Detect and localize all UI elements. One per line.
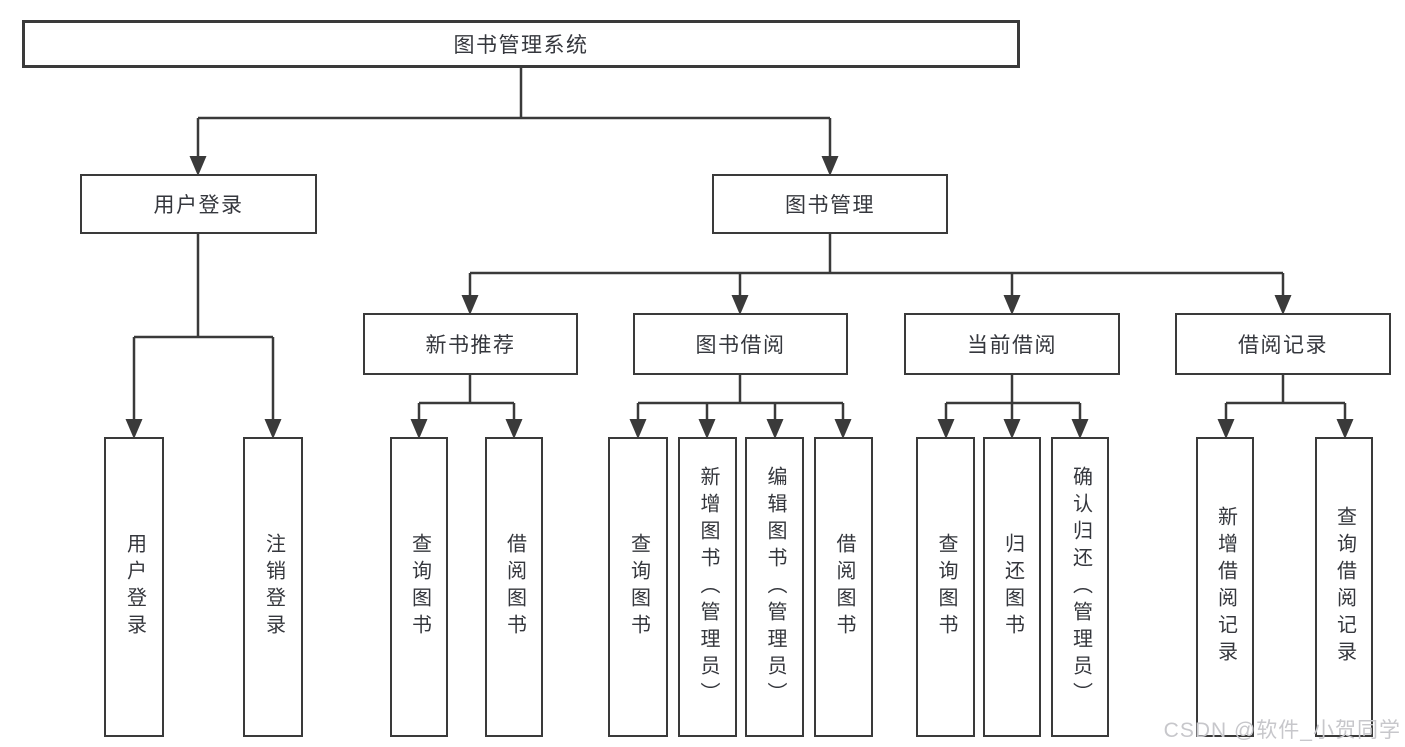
node-new-book-recommend-label: 新书推荐: [425, 334, 516, 357]
leaf-query-books-borrow: 查询图书: [608, 437, 668, 737]
leaf-edit-book-admin-label: 编辑图书（管理员）: [764, 465, 786, 709]
node-library-system-label: 图书管理系统: [453, 34, 589, 57]
leaf-confirm-return-admin-label: 确认归还（管理员）: [1069, 465, 1092, 709]
leaf-query-books-borrow-label: 查询图书: [627, 533, 650, 641]
leaf-return-books: 归还图书: [983, 437, 1041, 737]
node-user-login-label: 用户登录: [153, 194, 244, 217]
leaf-confirm-return-admin: 确认归还（管理员）: [1051, 437, 1109, 737]
leaf-query-books-current: 查询图书: [916, 437, 975, 737]
node-borrow-records: 借阅记录: [1175, 313, 1391, 375]
leaf-logout: 注销登录: [243, 437, 303, 737]
leaf-query-books-current-label: 查询图书: [935, 533, 957, 641]
leaf-query-books-recommend: 查询图书: [390, 437, 448, 737]
leaf-edit-book-admin: 编辑图书（管理员）: [745, 437, 804, 737]
arrowheads: [125, 156, 1354, 439]
leaf-borrow-books-recommend: 借阅图书: [485, 437, 543, 737]
leaf-query-books-recommend-label: 查询图书: [408, 533, 431, 641]
leaf-user-login-label: 用户登录: [123, 533, 146, 641]
leaf-add-borrow-record: 新增借阅记录: [1196, 437, 1254, 737]
leaf-add-book-admin: 新增图书（管理员）: [678, 437, 737, 737]
leaf-borrow-books-label: 借阅图书: [833, 533, 855, 641]
node-book-borrow-label: 图书借阅: [695, 334, 786, 357]
node-book-borrow: 图书借阅: [633, 313, 848, 375]
leaf-return-books-label: 归还图书: [1001, 533, 1024, 641]
node-new-book-recommend: 新书推荐: [363, 313, 578, 375]
leaf-add-book-admin-label: 新增图书（管理员）: [697, 465, 719, 709]
leaf-query-borrow-record: 查询借阅记录: [1315, 437, 1373, 737]
leaf-query-borrow-record-label: 查询借阅记录: [1333, 506, 1356, 668]
node-book-management: 图书管理: [712, 174, 948, 234]
leaf-add-borrow-record-label: 新增借阅记录: [1214, 506, 1237, 668]
leaf-logout-label: 注销登录: [262, 533, 285, 641]
leaf-borrow-books: 借阅图书: [814, 437, 873, 737]
node-current-borrow: 当前借阅: [904, 313, 1120, 375]
node-library-system: 图书管理系统: [22, 20, 1020, 68]
csdn-watermark: CSDN @软件_小贺同学: [1163, 719, 1401, 742]
leaf-user-login: 用户登录: [104, 437, 164, 737]
node-borrow-records-label: 借阅记录: [1238, 334, 1328, 357]
node-book-management-label: 图书管理: [785, 194, 875, 217]
leaf-borrow-books-recommend-label: 借阅图书: [503, 533, 526, 641]
node-user-login: 用户登录: [80, 174, 317, 234]
node-current-borrow-label: 当前借阅: [967, 334, 1057, 357]
